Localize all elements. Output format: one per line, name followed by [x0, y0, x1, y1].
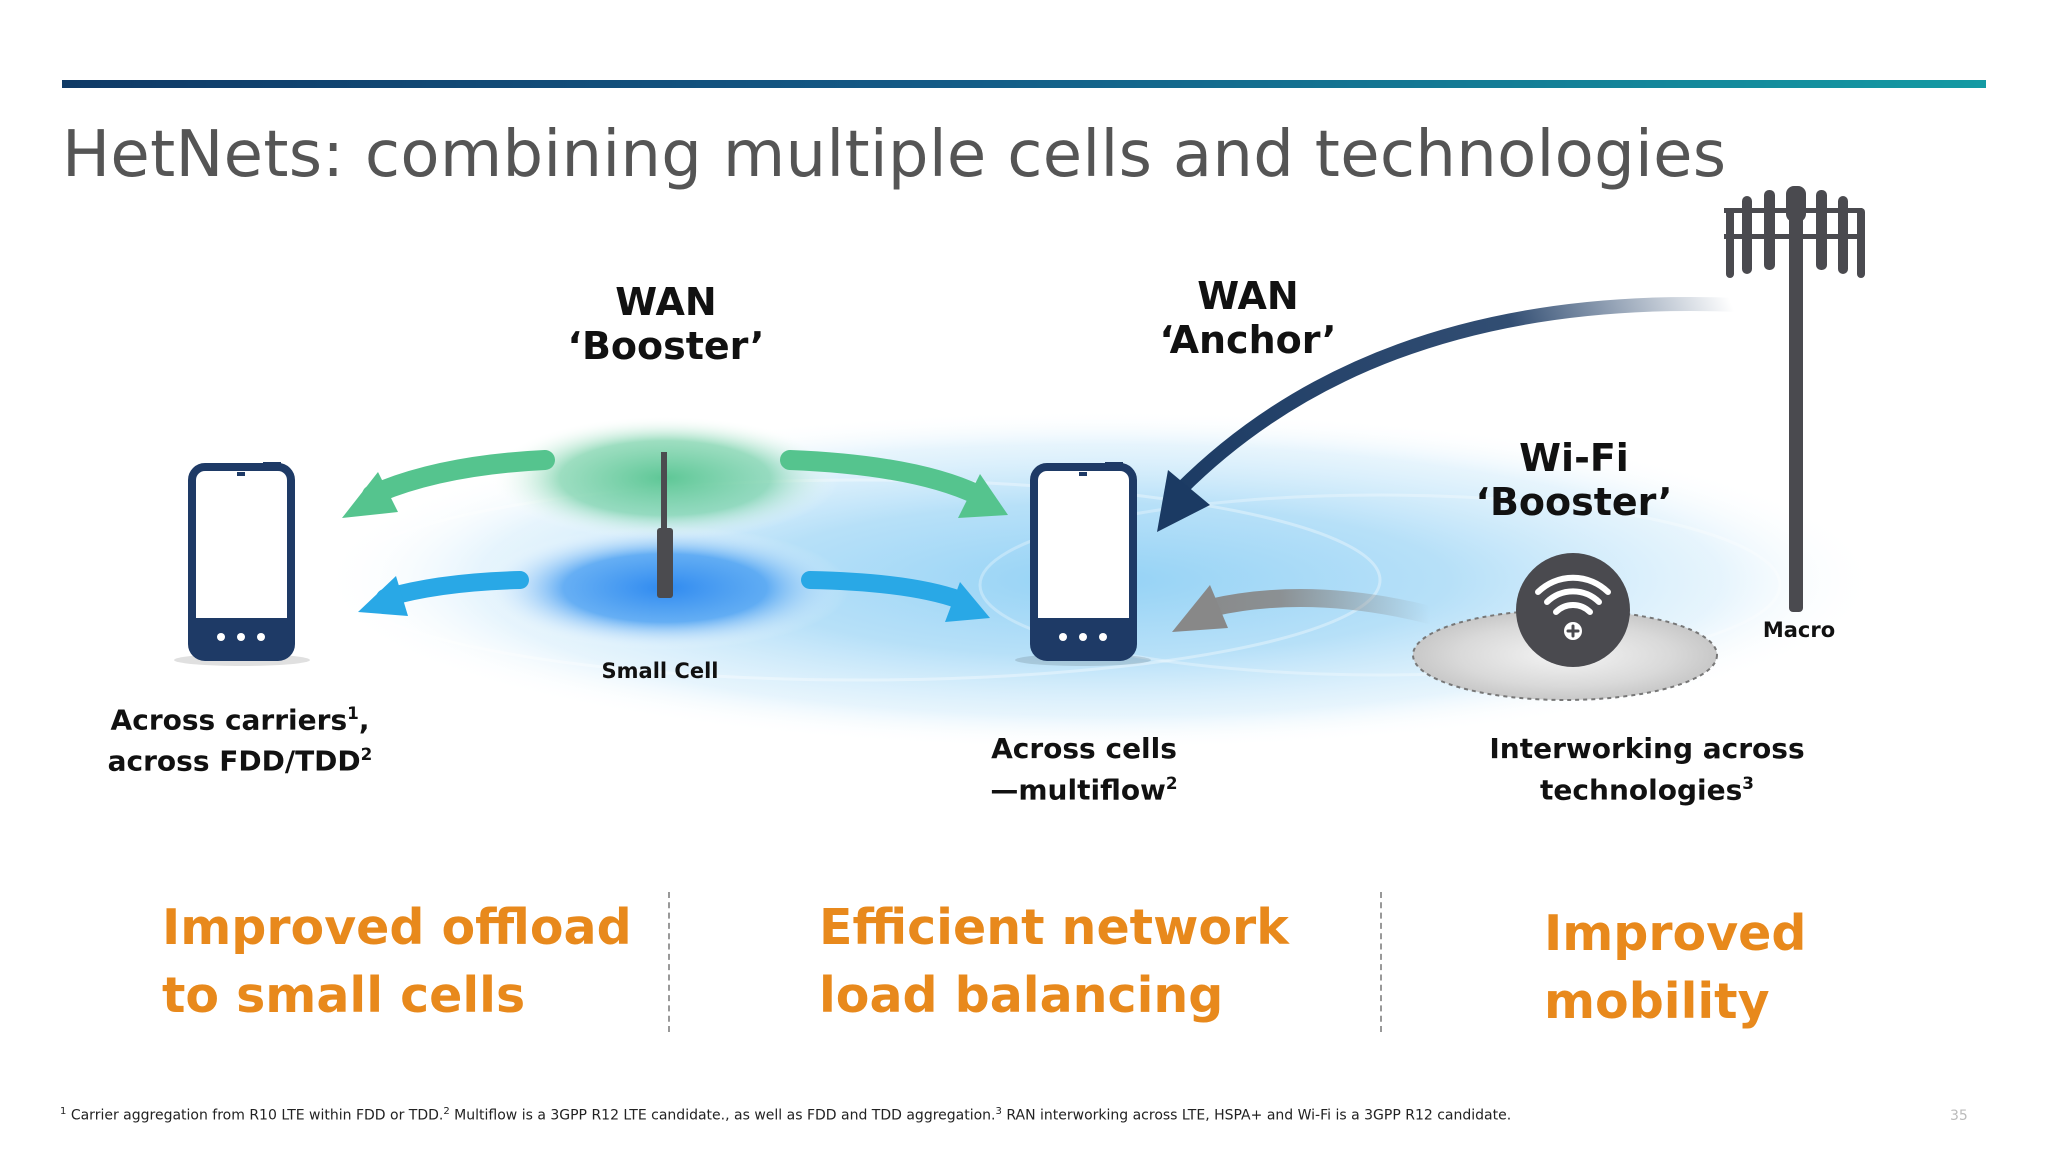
caption-middle-line2: —multiflow2 [990, 773, 1178, 807]
wifi-access-point [1412, 553, 1718, 701]
wan-anchor-line2: ‘Anchor’ [1159, 318, 1337, 362]
caption-left-line1: Across carriers1, [110, 703, 370, 737]
caption-right-line2: technologies3 [1540, 773, 1754, 807]
blue-arrow-right [801, 571, 990, 622]
macro-label: Macro [1762, 618, 1836, 642]
caption-left-line2: across FDD/TDD2 [107, 744, 373, 778]
wan-anchor-line1: WAN [1197, 274, 1299, 318]
divider [668, 892, 670, 1032]
caption-right-line1: Interworking across [1489, 732, 1805, 765]
wan-anchor-label: WAN ‘Anchor’ [1128, 274, 1368, 362]
halo-ring [978, 493, 1782, 677]
caption-right: Interworking across technologies3 [1472, 731, 1822, 807]
green-arrow-right [780, 450, 1008, 518]
macro-tower-icon [1724, 186, 1865, 612]
page-title: HetNets: combining multiple cells and te… [62, 118, 1727, 192]
wan-booster-line2: ‘Booster’ [567, 324, 765, 368]
smartphone-icon [1015, 462, 1151, 666]
benefit-mobility: Improved mobility [1544, 905, 1807, 1030]
wifi-booster-line2: ‘Booster’ [1475, 480, 1673, 524]
page-number: 35 [1950, 1108, 1968, 1124]
accent-bar [62, 80, 1986, 88]
small-cell-antenna-icon [657, 452, 673, 598]
caption-left: Across carriers1, across FDD/TDD2 [90, 696, 390, 779]
wifi-booster-line1: Wi-Fi [1519, 436, 1629, 480]
wifi-icon [1535, 574, 1611, 640]
wan-booster-line1: WAN [615, 280, 717, 324]
caption-middle: Across cells —multiflow2 [934, 731, 1234, 807]
blue-arrow-left [358, 571, 529, 616]
footnote: 1 Carrier aggregation from R10 LTE withi… [60, 1106, 1512, 1124]
wan-booster-label: WAN ‘Booster’ [546, 280, 786, 368]
wifi-arrow [1172, 585, 1439, 632]
small-cell-label: Small Cell [601, 659, 719, 683]
green-arrow-left [342, 450, 555, 518]
halo-ring [338, 478, 1382, 682]
wifi-booster-label: Wi-Fi ‘Booster’ [1454, 436, 1694, 524]
smartphone-icon [174, 462, 310, 666]
caption-middle-line1: Across cells [991, 732, 1177, 765]
wan-anchor-arrow [1157, 296, 1747, 532]
benefit-load-balancing: Efficient network load balancing [819, 899, 1289, 1024]
divider [1380, 892, 1382, 1032]
benefit-offload: Improved offload to small cells [162, 899, 632, 1024]
